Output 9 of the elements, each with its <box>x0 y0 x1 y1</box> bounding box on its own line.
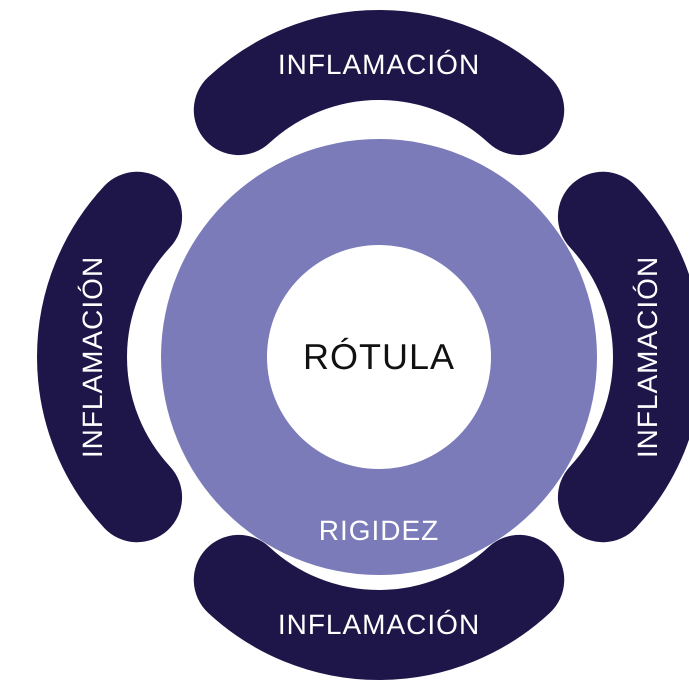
curved-band <box>37 171 183 543</box>
band-label: INFLAMACIÓN <box>278 609 480 641</box>
band-label: INFLAMACIÓN <box>77 256 109 458</box>
band-label: INFLAMACIÓN <box>632 256 664 458</box>
band-label: INFLAMACIÓN <box>278 49 480 81</box>
ring-label: RIGIDEZ <box>318 515 440 547</box>
ring-label: RÓTULA <box>302 336 456 378</box>
curved-band <box>557 171 689 543</box>
curved-band <box>193 10 565 156</box>
